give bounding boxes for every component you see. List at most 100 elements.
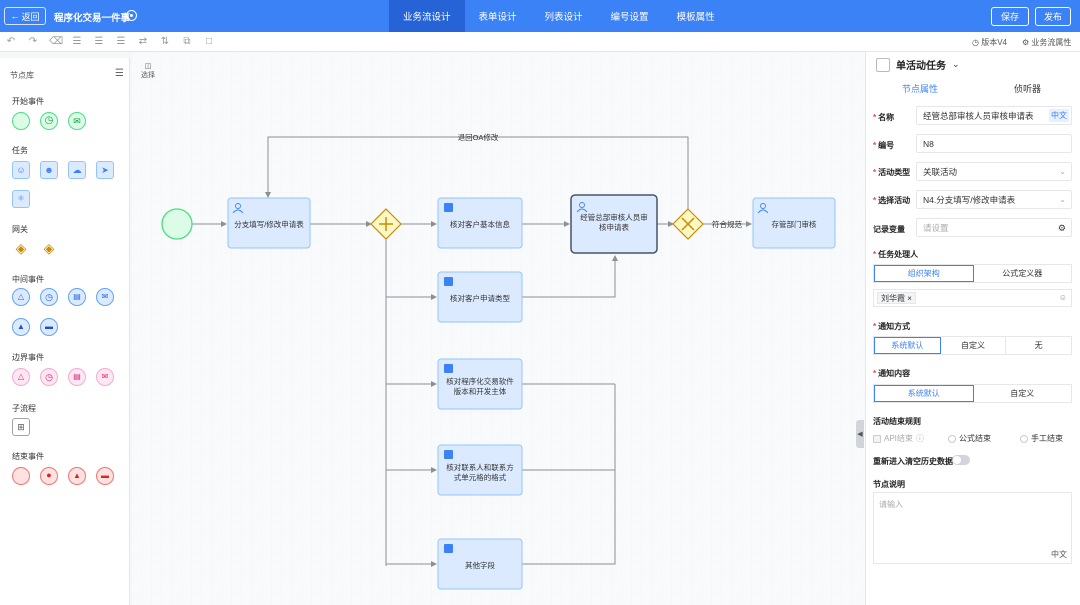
parallel-gateway[interactable] [370, 208, 402, 240]
condition-intermediate-icon[interactable]: ▤ [68, 288, 86, 306]
condition-boundary-icon[interactable]: ▤ [68, 368, 86, 386]
notify-option-custom[interactable]: 自定义 [941, 337, 1007, 354]
end-rule-manual[interactable]: 手工结束 [1020, 433, 1063, 444]
flow-attributes-button[interactable]: ⚙ 业务流属性 [1022, 38, 1072, 47]
panel-collapse-handle[interactable]: ◀ [856, 420, 864, 448]
tab-form-design[interactable]: 表单设计 [478, 12, 517, 23]
align-right-icon[interactable]: ☰ [116, 36, 126, 47]
edge-n6-n7[interactable] [522, 384, 616, 565]
record-variable-field[interactable]: 请设置 ⚙ [916, 218, 1072, 237]
multi-user-task-icon[interactable]: ☻ [40, 161, 58, 179]
script-task-icon[interactable]: ⚛ [12, 190, 30, 208]
back-button[interactable]: ← 返回 [4, 7, 46, 25]
tab-flow-design[interactable]: 业务流设计 [389, 0, 465, 32]
close-icon[interactable]: × [907, 294, 912, 303]
handler-option-org[interactable]: 组织架构 [874, 265, 974, 282]
node-n7-selected[interactable] [570, 194, 658, 254]
end-rule-formula[interactable]: 公式结束 [948, 433, 991, 444]
notify-option-default[interactable]: 系统默认 [874, 337, 941, 354]
node-n5[interactable] [437, 444, 523, 496]
terminate-end-icon[interactable]: ● [40, 467, 58, 485]
save-button[interactable]: 保存 [991, 7, 1029, 26]
content-option-custom[interactable]: 自定义 [1010, 389, 1035, 398]
edge-n3-n7[interactable] [522, 255, 618, 298]
comment-icon[interactable]: □ [205, 36, 213, 47]
select-activity-select[interactable]: N4.分支填写/修改申请表 ⌄ [916, 190, 1072, 209]
exclusive-gateway[interactable] [672, 208, 704, 240]
node-n4[interactable] [437, 358, 523, 410]
handler-tag-label: 刘华霞 [881, 294, 905, 303]
delete-icon[interactable]: ⌫ [49, 36, 64, 47]
start-event-icon[interactable] [12, 112, 30, 130]
start-event[interactable] [161, 208, 193, 240]
timer-start-icon[interactable]: ◷ [40, 112, 58, 130]
undo-icon[interactable]: ↶ [6, 36, 16, 47]
menu-icon[interactable]: ☰ [115, 68, 124, 79]
signal-end-icon[interactable]: ▲ [68, 467, 86, 485]
signal-boundary-icon[interactable]: △ [12, 368, 30, 386]
api-checkbox[interactable] [873, 434, 881, 443]
flow-canvas[interactable]: ◫ 选择 [131, 52, 865, 605]
node-type-header[interactable]: 单活动任务 ⌄ [876, 57, 960, 72]
publish-button[interactable]: 发布 [1035, 7, 1071, 26]
align-left-icon[interactable]: ☰ [72, 36, 82, 47]
end-event-icon[interactable] [12, 467, 30, 485]
tab-listeners[interactable]: 侦听器 [1014, 84, 1042, 94]
message-boundary-icon[interactable]: ✉ [96, 368, 114, 386]
name-lang-tag[interactable]: 中文 [1049, 109, 1069, 122]
handler-select[interactable]: 刘华霞 × ☺ [873, 289, 1072, 307]
version-indicator[interactable]: ◷ 版本V4 [972, 38, 1007, 47]
chevron-down-icon[interactable]: ⌄ [952, 59, 960, 69]
code-field[interactable]: N8 [916, 134, 1072, 153]
user-icon[interactable]: ☺ [1058, 293, 1067, 302]
node-n3[interactable] [437, 271, 523, 323]
node-n6[interactable] [437, 538, 523, 590]
align-center-icon[interactable]: ☰ [94, 36, 104, 47]
name-field-label: *名称 [873, 113, 895, 122]
node-n8[interactable] [752, 197, 836, 249]
redo-icon[interactable]: ↷ [28, 36, 38, 47]
tab-list-design[interactable]: 列表设计 [544, 12, 583, 23]
user-task-icon[interactable]: ☺ [12, 161, 30, 179]
handler-option-formula[interactable]: 公式定义器 [1002, 269, 1043, 278]
timer-intermediate-icon[interactable]: ◷ [40, 288, 58, 306]
subprocess-icon[interactable]: ⊞ [12, 418, 30, 436]
tab-template-props[interactable]: 模板属性 [676, 12, 715, 23]
distribute-h-icon[interactable]: ⇄ [138, 36, 148, 47]
flow-attributes-label: 业务流属性 [1031, 38, 1072, 47]
desc-lang-tag[interactable]: 中文 [1051, 550, 1067, 559]
message-intermediate-icon[interactable]: ✉ [96, 288, 114, 306]
node-n2[interactable] [437, 197, 523, 249]
parallel-gateway-icon[interactable]: ◈ [15, 240, 27, 256]
reenter-toggle[interactable] [952, 455, 970, 465]
message-end-icon[interactable]: ▬ [96, 467, 114, 485]
service-task-icon[interactable]: ☁ [68, 161, 86, 179]
timer-boundary-icon[interactable]: ◷ [40, 368, 58, 386]
activity-type-select[interactable]: 关联活动 ⌄ [916, 162, 1072, 181]
distribute-v-icon[interactable]: ⇅ [160, 36, 170, 47]
signal-throw-icon[interactable]: ▲ [12, 318, 30, 336]
settings-icon[interactable]: ⚙ [1057, 223, 1066, 233]
exclusive-gateway-icon[interactable]: ◈ [43, 240, 55, 256]
settings-icon[interactable] [126, 10, 137, 21]
handler-tag[interactable]: 刘华霞 × [877, 292, 916, 304]
send-task-icon[interactable]: ➤ [96, 161, 114, 179]
notify-option-none[interactable]: 无 [1034, 341, 1043, 350]
name-field[interactable]: 经管总部审核人员审核申请表 中文 [916, 106, 1072, 125]
manual-radio[interactable] [1020, 434, 1028, 443]
formula-radio[interactable] [948, 434, 956, 443]
node-description-input[interactable]: 请输入 中文 [873, 492, 1072, 564]
message-start-icon[interactable]: ✉ [68, 112, 86, 130]
signal-intermediate-icon[interactable]: △ [12, 288, 30, 306]
fit-view-icon[interactable]: ⧉ [183, 36, 191, 47]
tab-node-props[interactable]: 节点属性 [902, 84, 939, 94]
var-field-label: 记录变量 [873, 224, 905, 235]
tab-code-settings[interactable]: 编号设置 [610, 12, 649, 23]
group-gateways: 网关 [12, 225, 28, 234]
edge-gw2-n1-loop[interactable] [265, 136, 689, 209]
content-option-default[interactable]: 系统默认 [874, 385, 974, 402]
node-type-title: 单活动任务 [896, 61, 946, 72]
node-n1[interactable] [227, 197, 311, 249]
message-throw-icon[interactable]: ▬ [40, 318, 58, 336]
